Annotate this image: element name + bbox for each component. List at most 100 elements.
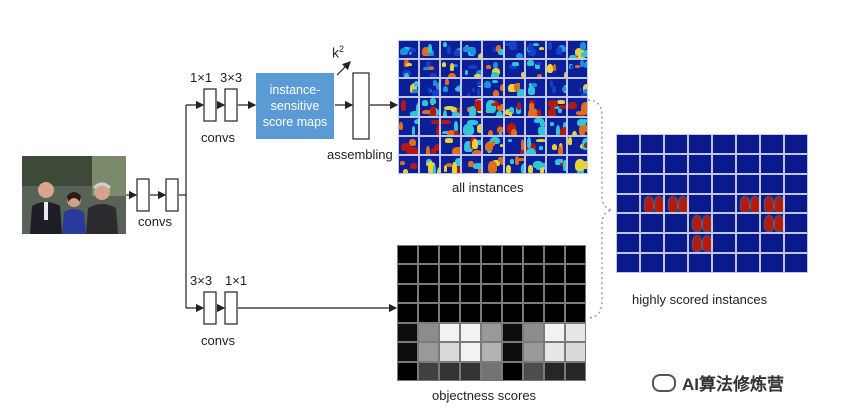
heatmap-cell [440,154,462,174]
heat-spot [571,131,577,135]
conv-block-top-1 [203,88,217,122]
heat-spot [517,88,524,97]
heat-spot [491,79,498,84]
instance-cell [760,153,784,174]
instance-cell [784,233,808,254]
heat-spot [498,49,503,55]
heat-spot [506,164,511,173]
heatmap-cell [461,154,483,174]
heatmap-cell [524,154,546,174]
heatmap-cell [545,78,567,98]
instance-cell [688,173,712,194]
instance-cell [736,213,760,234]
heat-spot [444,138,454,143]
heat-spot [441,119,451,124]
heat-spot [547,99,558,108]
instance-cell [736,134,760,154]
objectness-cell [439,322,460,343]
heatmap-cell [545,135,567,155]
heatmap-cell [398,97,420,117]
heat-spot [410,162,417,170]
objectness-cell [397,264,418,284]
heat-spot [408,139,416,147]
heat-spot [539,164,544,173]
objectness-cell [544,361,565,381]
heatmap-cell [440,135,462,155]
conv-block-bottom-2 [224,291,238,325]
heat-spot [464,140,473,153]
heatmap-cell [419,135,441,155]
heat-spot [508,107,514,114]
heat-spot [454,87,461,92]
heat-spot [471,87,476,93]
instance-blob [679,196,687,212]
heat-spot [447,45,452,54]
instance-cell [664,213,688,234]
heat-spot [450,64,459,68]
heat-spot [469,106,477,116]
heat-spot [429,105,436,116]
heat-spot [528,164,533,173]
instance-blob [703,216,711,232]
heat-spot [441,130,452,134]
heat-spot [436,167,440,173]
instance-cell [616,153,640,174]
conv-block-top-2 [224,88,238,122]
heat-spot [507,138,513,143]
objectness-cell [418,322,439,343]
heat-spot [413,80,419,87]
heatmap-cell [566,116,588,136]
objectness-cell [502,303,523,323]
instance-cell [640,253,664,273]
objectness-cell [439,303,460,323]
heat-spot [429,50,434,56]
heat-spot [471,149,482,154]
heatmap-cell [419,97,441,117]
objectness-cell [481,283,502,304]
heatmap-cell [503,154,525,174]
heatmap-cell [524,59,546,79]
heat-spot [414,118,419,124]
instance-cell [736,233,760,254]
heat-spot [476,80,482,86]
objectness-cell [565,245,586,265]
instance-cell [712,153,736,174]
heat-spot [568,102,578,109]
heat-spot [425,60,432,67]
heat-spot [427,86,431,93]
heat-spot [452,162,457,173]
objectness-cell [397,342,418,362]
heat-spot [457,107,461,114]
instance-cell [616,233,640,254]
k2-arrow [336,61,351,76]
heat-spot [516,157,524,162]
heat-spot [535,63,540,70]
heatmap-cell [503,59,525,79]
heat-spot [525,148,537,154]
instance-blob [703,236,711,252]
heat-spot [435,82,440,91]
objectness-cell [481,361,502,381]
heat-spot [497,104,503,112]
heat-spot [451,147,461,154]
heat-spot [433,144,440,152]
instance-cell [712,233,736,254]
heat-spot [528,47,537,56]
instance-cell [784,213,808,234]
heat-spot [477,124,482,133]
heat-spot [535,138,545,142]
instance-cell [736,173,760,194]
instance-cell [760,253,784,273]
heat-spot [422,47,431,57]
heatmap-cell [482,97,504,117]
instance-blob [751,196,759,212]
heatmap-cell [419,116,441,136]
label-convs-main: convs [138,214,172,229]
instance-cell [760,233,784,254]
heat-spot [447,73,457,78]
heatmap-cell [461,78,483,98]
heat-spot [505,109,513,115]
heat-spot [540,121,545,127]
heat-spot [427,44,432,54]
heat-spot [485,141,494,152]
